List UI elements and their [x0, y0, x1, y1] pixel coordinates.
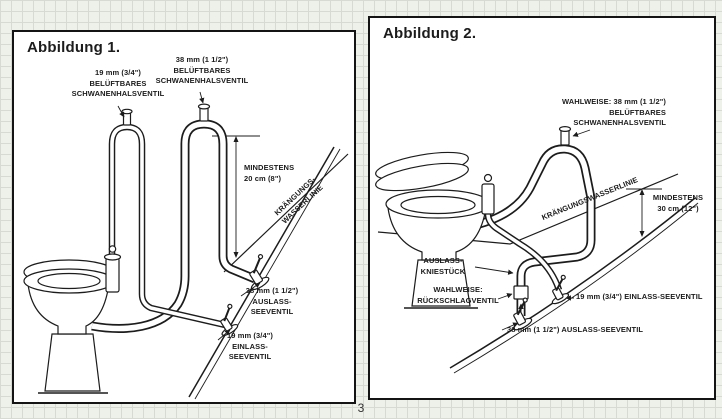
toilet-illustration	[23, 245, 122, 394]
figure-1-panel: Abbildung 1. 19 mm (3/4") BELÜFTBARES SC…	[12, 30, 356, 404]
label-38mm-vent-loop: 38 mm (1 1/2") BELÜFTBARES SCHWANENHALSV…	[155, 55, 249, 85]
figure-2-drawing	[375, 125, 699, 374]
outlet-hose-38mm	[461, 144, 596, 316]
pump-handle	[481, 173, 495, 215]
figure-1-title: Abbildung 1.	[27, 39, 121, 56]
outlet-hose-38mm	[91, 119, 257, 333]
label-outlet-seacock: 38 mm (1 1/2") AUSLASS-SEEVENTIL	[507, 325, 644, 334]
dimension-line-30cm	[626, 188, 662, 237]
label-outlet-seacock: 38 mm (1 1/2") AUSLASS- SEEVENTIL	[245, 286, 299, 316]
inlet-hose-19mm	[484, 213, 563, 292]
figure-2-panel: Abbildung 2. WAHLWEISE: 38 mm (1 1/2") B…	[368, 16, 716, 400]
toilet-illustration	[375, 151, 495, 309]
label-min-height-20cm: MINDESTENS 20 cm (8")	[244, 163, 295, 183]
vent-cap-icon	[558, 125, 572, 146]
label-inlet-seacock: 19 mm (3/4") EINLASS- SEEVENTIL	[226, 331, 274, 361]
hull-line	[188, 146, 341, 400]
label-inlet-seacock: 19 mm (3/4") EINLASS-SEEVENTIL	[576, 292, 703, 301]
check-valve	[513, 285, 529, 300]
label-19mm-vent-loop: 19 mm (3/4") BELÜFTBARES SCHWANENHALSVEN…	[71, 68, 165, 98]
label-outlet-elbow: AUSLASS- KNIESTÜCK	[420, 256, 466, 276]
figure-1-drawing	[23, 91, 349, 400]
inlet-hose-19mm	[108, 123, 226, 329]
vent-cap-38mm-icon	[197, 103, 211, 122]
leader-arrow-icons	[117, 91, 261, 341]
heeled-waterline-line	[223, 153, 349, 273]
figure-2-title: Abbildung 2.	[383, 25, 477, 42]
pump-handle	[103, 245, 122, 293]
inlet-seacock	[551, 274, 570, 305]
label-min-height-30cm: MINDESTENS 30 cm (12")	[652, 193, 704, 213]
vent-cap-19mm-icon	[121, 108, 133, 126]
label-optional-vent-loop: WAHLWEISE: 38 mm (1 1/2") BELÜFTBARES SC…	[562, 97, 666, 127]
page-number: 3	[357, 401, 365, 415]
leader-arrow-icons	[474, 129, 591, 331]
label-check-valve: WAHLWEISE: RÜCKSCHLAGVENTIL	[417, 285, 499, 305]
hull-line	[449, 197, 699, 374]
